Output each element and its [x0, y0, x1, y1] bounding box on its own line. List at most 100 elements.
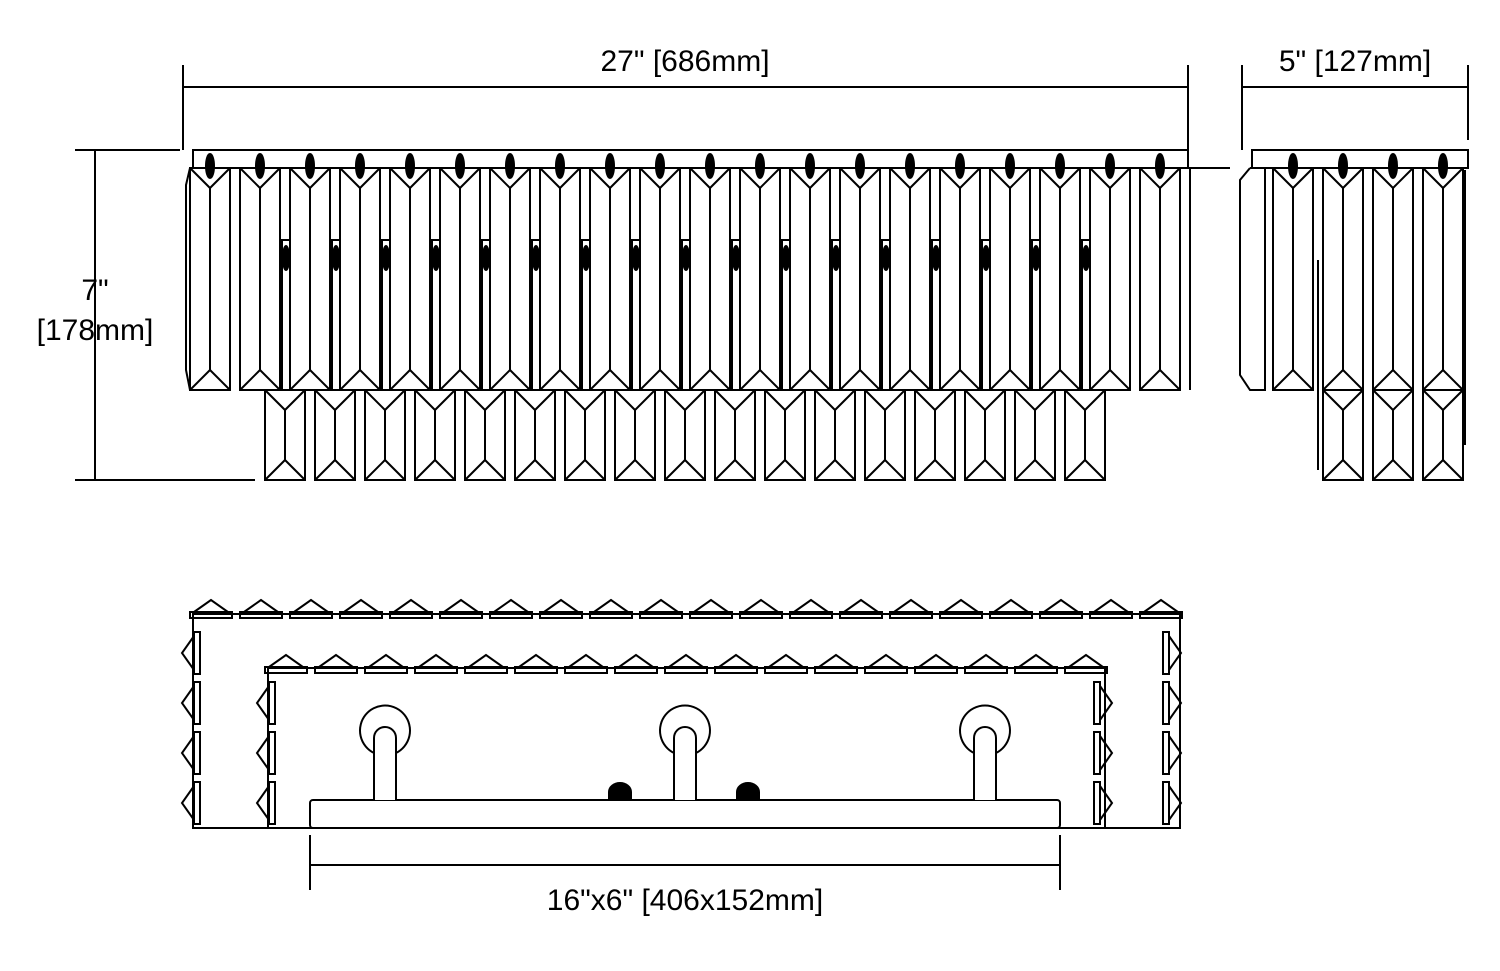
prism [564, 653, 608, 674]
crystal [564, 389, 606, 481]
crystal [1039, 153, 1081, 391]
prism [639, 598, 683, 619]
prism [1162, 781, 1183, 825]
crystal [714, 389, 756, 481]
crystal [289, 153, 331, 391]
prism [289, 598, 333, 619]
arm [659, 704, 711, 800]
hook-icon [882, 245, 890, 271]
prism [864, 653, 908, 674]
front-view [185, 149, 1230, 481]
prism [914, 653, 958, 674]
hook-icon [1005, 153, 1015, 179]
prism [939, 598, 983, 619]
prism [589, 598, 633, 619]
hook-icon [582, 245, 590, 271]
hook-icon [1032, 245, 1040, 271]
prism [889, 598, 933, 619]
crystal [1139, 153, 1181, 391]
hook-icon [532, 245, 540, 271]
crystal [789, 153, 831, 391]
prism [180, 631, 201, 675]
prism [1162, 681, 1183, 725]
prism [1162, 631, 1183, 675]
hook-icon [982, 245, 990, 271]
prism [689, 598, 733, 619]
width-dimension-label: 27" [686mm] [600, 45, 770, 78]
crystal [1322, 153, 1364, 391]
crystal [1089, 153, 1131, 391]
hook-icon [632, 245, 640, 271]
prism [1093, 781, 1114, 825]
prism [414, 653, 458, 674]
hook-icon [332, 245, 340, 271]
crystal [1372, 389, 1414, 481]
hook-icon [682, 245, 690, 271]
prism [714, 653, 758, 674]
prism [364, 653, 408, 674]
prism [255, 681, 276, 725]
crystal [839, 153, 881, 391]
crystal [614, 389, 656, 481]
depth-dimension-label: 5" [127mm] [1278, 45, 1432, 78]
hook-icon [305, 153, 315, 179]
prism [664, 653, 708, 674]
prism [964, 653, 1008, 674]
crystal [1422, 153, 1464, 391]
prism [439, 598, 483, 619]
hook-icon [732, 245, 740, 271]
prism [514, 653, 558, 674]
side-view [1239, 149, 1469, 481]
end-crystal [185, 167, 191, 391]
hook-icon [855, 153, 865, 179]
prism [255, 781, 276, 825]
crystal [489, 153, 531, 391]
hook-icon [1155, 153, 1165, 179]
prism [180, 681, 201, 725]
top-view [180, 598, 1183, 829]
crystal [339, 153, 381, 391]
hook-icon [1388, 153, 1398, 179]
crystal [739, 153, 781, 391]
prism [1162, 731, 1183, 775]
crystal [864, 389, 906, 481]
canopy-bar [192, 149, 1189, 169]
hook-icon [382, 245, 390, 271]
prism [1093, 731, 1114, 775]
mounting-cap [608, 782, 632, 801]
hook-icon [405, 153, 415, 179]
hook-icon [355, 153, 365, 179]
hook-icon [455, 153, 465, 179]
hook-icon [932, 245, 940, 271]
hook-icon [755, 153, 765, 179]
crystal [464, 389, 506, 481]
prism [314, 653, 358, 674]
prism [1089, 598, 1133, 619]
prism [614, 653, 658, 674]
hook-icon [705, 153, 715, 179]
hook-icon [1082, 245, 1090, 271]
hook-icon [555, 153, 565, 179]
crystal [914, 389, 956, 481]
hook-icon [955, 153, 965, 179]
height-inch-label: 7" [81, 274, 109, 307]
crystal [1014, 389, 1056, 481]
prism [180, 781, 201, 825]
prism [839, 598, 883, 619]
crystal [189, 153, 231, 391]
crystal [314, 389, 356, 481]
crystal [364, 389, 406, 481]
crystal [689, 153, 731, 391]
prism [255, 731, 276, 775]
hook-icon [655, 153, 665, 179]
crystal [1422, 389, 1464, 481]
crystal [989, 153, 1031, 391]
canopy-bar [1251, 149, 1469, 169]
prism [1014, 653, 1058, 674]
crystal [414, 389, 456, 481]
prism [989, 598, 1033, 619]
mounting-cap [736, 782, 760, 801]
arm [359, 704, 411, 800]
crystal [964, 389, 1006, 481]
